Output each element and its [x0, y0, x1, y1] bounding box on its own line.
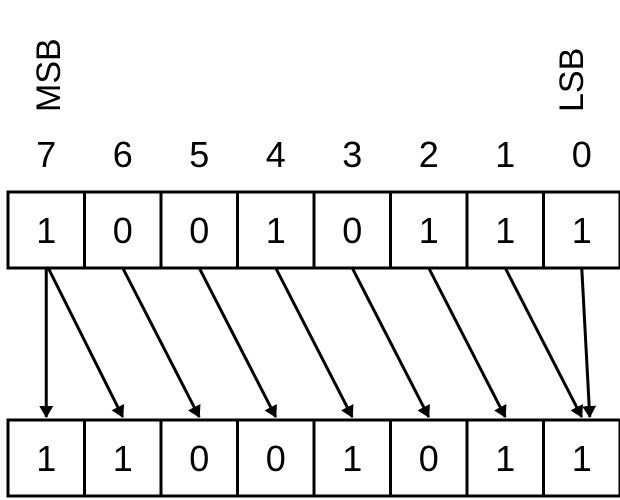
bit-index-label: 5 [189, 134, 209, 175]
shift-arrows [39, 267, 597, 418]
bottom-register-bit-value: 1 [495, 438, 515, 479]
bottom-register-bit-value: 0 [266, 438, 286, 479]
shift-arrow [503, 267, 584, 418]
bottom-register-bit-value: 0 [189, 438, 209, 479]
top-register-bit-value: 0 [189, 210, 209, 251]
shift-arrow [274, 267, 354, 418]
bottom-register-cell [542, 418, 620, 498]
bottom-register-bit-value: 0 [419, 438, 439, 479]
top-register-bit-value: 1 [266, 210, 286, 251]
bit-index-label: 2 [419, 134, 439, 175]
bit-index-row: 7 6 5 4 3 2 1 0 [36, 134, 592, 175]
shift-arrow [427, 267, 507, 418]
bit-index-label: 0 [572, 134, 592, 175]
bit-index-label: 7 [36, 134, 56, 175]
bit-index-label: 6 [113, 134, 133, 175]
top-register-bit-value: 1 [36, 210, 56, 251]
shift-arrow [121, 267, 201, 418]
lsb-label: LSB [553, 48, 591, 112]
bottom-register-bit-value: 1 [572, 438, 592, 479]
top-register-bit-value: 1 [419, 210, 439, 251]
top-register-bit-value: 0 [113, 210, 133, 251]
bottom-register: 1 1 0 0 1 0 1 1 [6, 418, 620, 498]
bit-index-label: 4 [266, 134, 286, 175]
bottom-register-bit-value: 1 [36, 438, 56, 479]
msb-label: MSB [30, 38, 68, 112]
shift-arrow [46, 267, 125, 418]
top-register-bit-value: 1 [572, 210, 592, 251]
top-register-bit-value: 1 [495, 210, 515, 251]
top-register-bit-value: 0 [342, 210, 362, 251]
shift-arrow [350, 267, 431, 418]
shift-arrow [580, 267, 597, 418]
bit-index-label: 3 [342, 134, 362, 175]
top-register: 1 0 0 1 0 1 1 1 [6, 190, 620, 270]
shift-arrow [197, 267, 278, 418]
bottom-register-bit-value: 1 [342, 438, 362, 479]
bit-index-label: 1 [495, 134, 515, 175]
bottom-register-bit-value: 1 [113, 438, 133, 479]
